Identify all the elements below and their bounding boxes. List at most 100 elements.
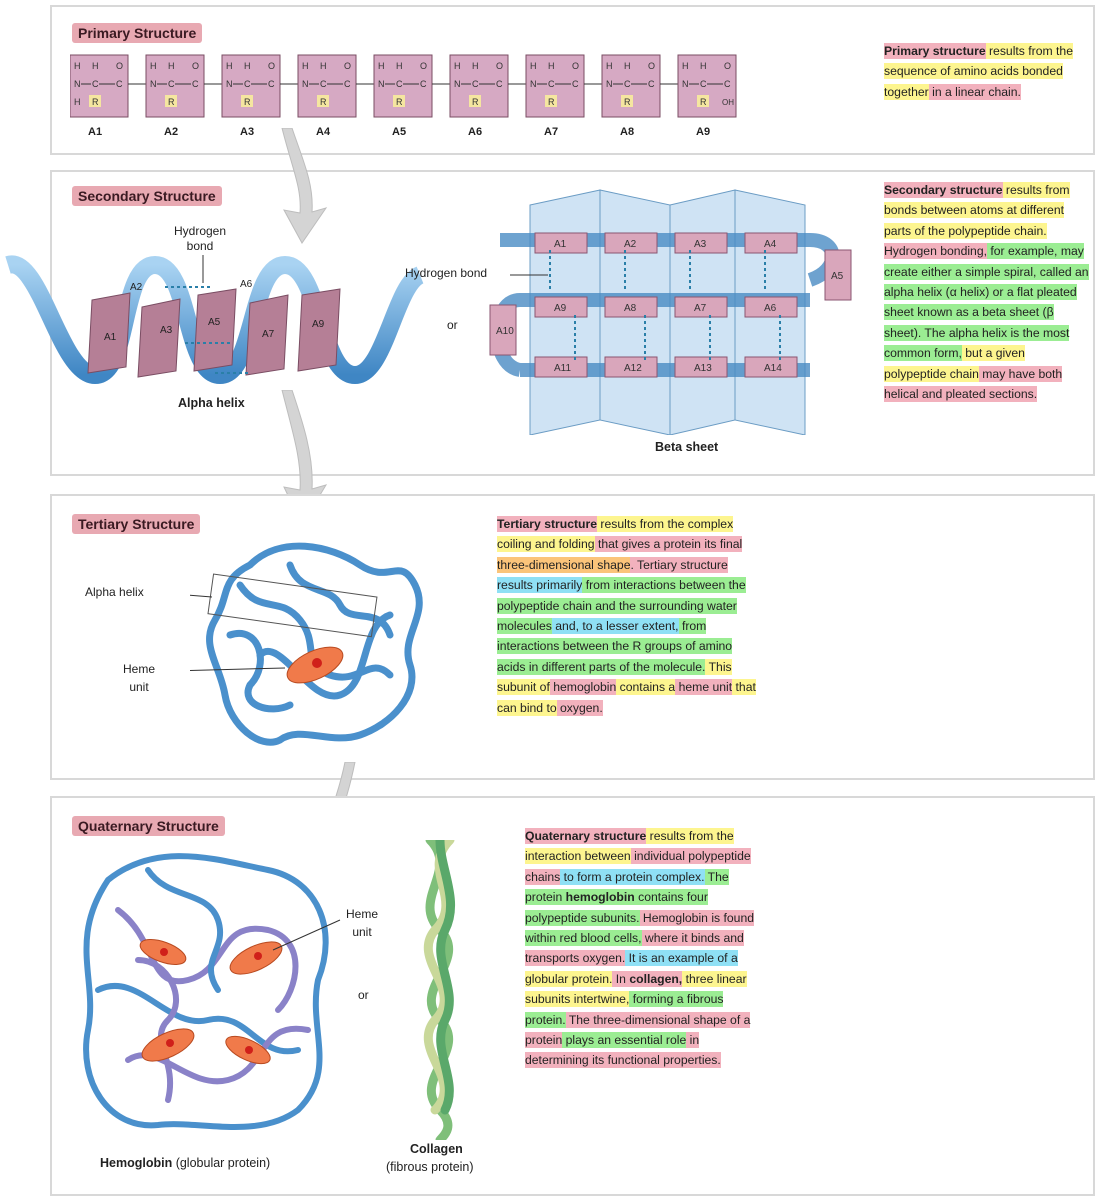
hemoglobin-caption-rest: (globular protein): [172, 1156, 270, 1170]
atom-label: R: [472, 97, 479, 107]
atom-label: H: [320, 61, 327, 71]
atom-label: OH: [722, 98, 734, 107]
atom-label: R: [700, 97, 707, 107]
atom-label: O: [724, 61, 731, 71]
atom-label: N: [74, 79, 81, 89]
sheet-residue-label: A3: [694, 239, 707, 250]
atom-label: R: [624, 97, 631, 107]
atom-label: N: [606, 79, 613, 89]
highlight-segment: collagen,: [626, 971, 682, 987]
atom-label: H: [682, 61, 689, 71]
sheet-residue-label: A2: [624, 239, 637, 250]
sheet-residue-label: A10: [496, 326, 514, 337]
atom-label: O: [496, 61, 503, 71]
atom-label: C: [168, 79, 175, 89]
highlight-segment: It is an example of a: [625, 950, 737, 966]
sheet-residue-label: A13: [694, 363, 712, 374]
primary-description: Primary structure results from the seque…: [884, 41, 1084, 102]
atom-label: N: [378, 79, 385, 89]
secondary-description: Secondary structure results from bonds b…: [884, 180, 1089, 404]
heme-unit-label-quaternary: Heme unit: [343, 905, 381, 941]
atom-label: O: [420, 61, 427, 71]
sheet-residue-label: A6: [764, 303, 777, 314]
secondary-structure-title: Secondary Structure: [72, 186, 222, 206]
primary-structure-title: Primary Structure: [72, 23, 202, 43]
hydrogen-bond-label-sheet: Hydrogen bond: [405, 266, 487, 280]
atom-label: H: [168, 61, 175, 71]
or-label-secondary: or: [447, 318, 458, 332]
heme-unit-label: Heme unit: [120, 660, 158, 696]
highlight-segment: and, to a lesser extent,: [552, 618, 679, 634]
atom-label: O: [268, 61, 275, 71]
atom-label: H: [378, 61, 385, 71]
hydrogen-bond-label-helix: Hydrogen bond: [160, 224, 240, 254]
helix-block: [298, 289, 340, 371]
atom-label: H: [92, 61, 99, 71]
atom-label: H: [530, 61, 537, 71]
sheet-residue-label: A11: [554, 363, 571, 374]
quaternary-structure-title: Quaternary Structure: [72, 816, 225, 836]
alpha-helix-label: Alpha helix: [85, 585, 144, 599]
highlight-segment: three-dimensional shape: [497, 557, 630, 573]
atom-label: C: [648, 79, 655, 89]
atom-label: C: [396, 79, 403, 89]
atom-label: N: [226, 79, 233, 89]
atom-label: O: [116, 61, 123, 71]
helix-residue-label: A3: [160, 325, 173, 336]
sheet-residue-label: A14: [764, 363, 782, 374]
amino-acid-label: A5: [392, 126, 406, 138]
amino-acid-label: A6: [468, 126, 482, 138]
atom-label: N: [302, 79, 309, 89]
atom-label: H: [244, 61, 251, 71]
atom-label: C: [320, 79, 327, 89]
sheet-residue-label: A4: [764, 239, 777, 250]
highlight-segment: Primary structure: [884, 43, 986, 59]
atom-label: H: [150, 61, 157, 71]
amino-acid-chain: HNHHCOCRA1HNHCOCRA2HNHCOCRA3HNHCOCRA4HNH…: [70, 51, 770, 161]
atom-label: R: [396, 97, 403, 107]
highlight-segment: heme unit: [675, 679, 732, 695]
atom-label: O: [648, 61, 655, 71]
atom-label: H: [302, 61, 309, 71]
amino-acid-label: A8: [620, 126, 634, 138]
highlight-segment: within red blood cells,: [525, 930, 642, 946]
atom-label: C: [244, 79, 251, 89]
amino-acid-a6: HNHCOCRA6: [450, 55, 526, 138]
atom-label: C: [268, 79, 275, 89]
collagen-diagram: [410, 840, 480, 1140]
atom-label: C: [624, 79, 631, 89]
atom-label: H: [624, 61, 631, 71]
tertiary-description: Tertiary structure results from the comp…: [497, 514, 757, 718]
atom-label: R: [92, 97, 99, 107]
alpha-helix-box: [208, 574, 377, 637]
atom-label: O: [192, 61, 199, 71]
highlight-segment: Tertiary structure: [497, 516, 597, 532]
hemoglobin-caption: Hemoglobin (globular protein): [100, 1156, 270, 1170]
atom-label: C: [116, 79, 123, 89]
atom-label: C: [700, 79, 707, 89]
atom-label: H: [74, 61, 81, 71]
atom-label: O: [344, 61, 351, 71]
atom-label: O: [572, 61, 579, 71]
or-label-quaternary: or: [358, 988, 369, 1002]
tertiary-protein-diagram: [190, 525, 440, 765]
highlight-segment: . Tertiary structure: [630, 557, 727, 573]
helix-residue-label: A7: [262, 329, 275, 340]
collagen-subcaption: (fibrous protein): [386, 1160, 474, 1174]
highlight-segment: contains a: [616, 679, 675, 695]
atom-label: H: [472, 61, 479, 71]
amino-acid-label: A1: [88, 126, 102, 138]
highlight-segment: In: [612, 971, 626, 987]
quaternary-description: Quaternary structure results from the in…: [525, 826, 760, 1071]
atom-label: C: [192, 79, 199, 89]
atom-label: H: [396, 61, 403, 71]
highlight-segment: to form a protein complex.: [560, 869, 704, 885]
highlight-segment: Hemoglobin is found: [640, 910, 755, 926]
highlight-segment: Secondary structure: [884, 182, 1003, 198]
atom-label: R: [548, 97, 555, 107]
down-arrow: [262, 128, 342, 248]
sheet-residue-label: A9: [554, 303, 567, 314]
